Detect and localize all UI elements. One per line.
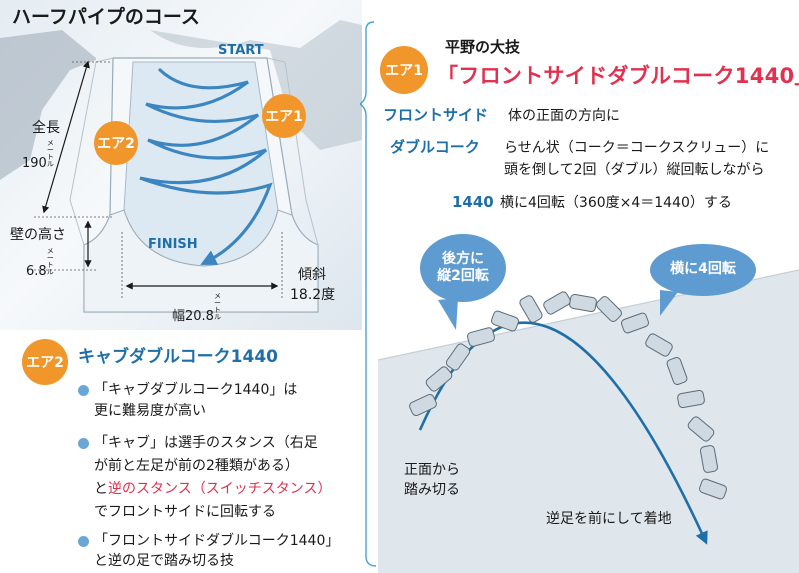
air1-badge: エア1: [380, 46, 428, 94]
rider-pose: [621, 312, 649, 334]
width-unit: メートル: [213, 292, 221, 321]
air2-bullet-2-line-4: でフロントサイドに回転する: [94, 504, 276, 520]
def-doublecork-line-1: らせん状（コーク＝コークスクリュー）に: [504, 140, 770, 156]
rider-sequence: [409, 291, 727, 500]
bubble-backward-flip: 後方に 縦2回転: [420, 234, 506, 302]
rider-pose: [569, 293, 597, 313]
halfpipe-channel: [123, 61, 279, 267]
air2-badge: エア2: [22, 339, 68, 385]
length-dimension-arrow: [42, 60, 90, 214]
def-frontside: 体の正面の方向に: [508, 108, 620, 124]
rider-pose: [425, 366, 453, 392]
wall-height-value: 6.8: [26, 264, 47, 279]
badge-air1: エア1: [262, 94, 306, 138]
air2-bullet-3-line-1: 「フロントサイドダブルコーク1440」: [94, 533, 340, 549]
rider-pose: [445, 343, 471, 371]
rider-pose: [699, 478, 727, 500]
landing-caption: 逆足を前にして着地: [546, 511, 672, 527]
air2-bullet-2-line-1: 「キャブ」は選手のスタンス（右足: [94, 435, 318, 451]
bubble-four-spins-text: 横に4回転: [670, 261, 736, 278]
panel-bracket: [360, 21, 377, 567]
bubble-tail: [660, 290, 678, 316]
term-doublecork: ダブルコーク: [390, 138, 480, 156]
slope-label: 傾斜: [298, 267, 326, 283]
rider-pose: [543, 291, 571, 315]
rider-pose: [519, 295, 543, 323]
air2-bullet-1-line-1: 「キャブダブルコーク1440」は: [94, 382, 298, 398]
def-1440: 横に4回転（360度×4＝1440）する: [500, 195, 732, 211]
rider-pose: [409, 393, 437, 417]
term-frontside: フロントサイド: [383, 106, 489, 124]
rider-pose: [666, 357, 688, 385]
slope-surface: [378, 270, 799, 573]
length-value: 190: [22, 156, 47, 171]
rider-pose: [645, 333, 673, 357]
badge-air2: エア2: [94, 121, 138, 165]
air2-bullet-1-line-2: 更に難易度が高い: [94, 403, 206, 419]
length-value-group: 190メートル: [22, 139, 56, 171]
rider-pose: [687, 416, 715, 442]
rider-pose: [467, 327, 495, 347]
bubble-backward-flip-line-1: 後方に: [442, 250, 484, 267]
width-label-group: 幅20.8メートル: [172, 292, 223, 324]
rider-pose: [596, 296, 622, 322]
length-label: 全長: [32, 120, 60, 136]
air2-title: キャブダブルコーク1440: [78, 347, 278, 367]
wall-height-value-group: 6.8メートル: [26, 247, 56, 279]
slope-value: 18.2度: [290, 287, 336, 303]
air2-bullet-2-line-3-prefix: と: [94, 481, 108, 497]
def-doublecork-line-2: 頭を倒して2回（ダブル）縦回転しながら: [504, 162, 765, 178]
rider-pose: [677, 389, 705, 409]
width-label: 幅20.8: [172, 309, 214, 324]
halfpipe-diagram: [0, 20, 362, 313]
bullet-dot: [78, 385, 89, 396]
air1-title: 「フロントサイドダブルコーク1440」: [437, 64, 799, 88]
bubble-four-spins: 横に4回転: [650, 244, 756, 296]
air1-subtitle: 平野の大技: [445, 38, 521, 56]
takeoff-caption-line-2: 踏み切る: [404, 482, 460, 498]
rider-trajectory: [139, 68, 273, 265]
course-title: ハーフパイプのコース: [12, 6, 200, 28]
bullet-dot: [78, 536, 89, 547]
air2-bullet-2-line-2: が前と左足が前の2種類がある）: [94, 458, 299, 474]
wall-height-unit: メートル: [46, 247, 54, 276]
term-1440: 1440: [452, 193, 494, 211]
bubble-backward-flip-line-2: 縦2回転: [437, 268, 489, 284]
jump-trajectory: [418, 321, 708, 545]
start-label: START: [218, 43, 264, 58]
takeoff-caption-line-1: 正面から: [404, 462, 460, 478]
air2-bullet-3-line-2: と逆の足で踏み切る技: [94, 553, 234, 569]
length-unit: メートル: [46, 139, 54, 168]
rider-pose: [491, 310, 519, 332]
bullet-dot: [78, 438, 89, 449]
bubble-tail: [438, 298, 458, 330]
air2-bullet-2-line-3: と逆のスタンス（スイッチスタンス）: [94, 482, 331, 496]
mountain-shape: [150, 20, 362, 150]
rider-pose: [699, 445, 719, 473]
wall-height-label: 壁の高さ: [10, 227, 66, 243]
switch-stance-highlight: 逆のスタンス（スイッチスタンス）: [108, 481, 332, 497]
finish-label: FINISH: [148, 237, 198, 252]
